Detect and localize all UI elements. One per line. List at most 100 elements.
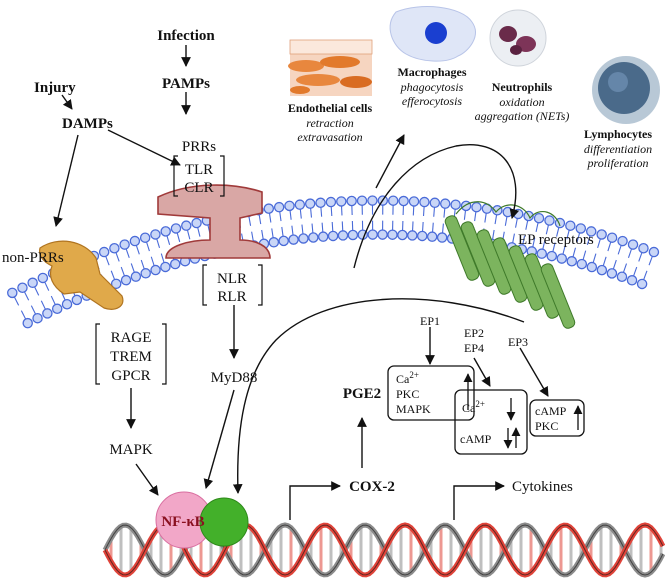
lipid-tail	[268, 212, 272, 223]
lipid-head	[397, 229, 408, 241]
lipid-head	[32, 312, 43, 324]
lipid-tail	[299, 208, 302, 219]
lipid-head	[546, 250, 558, 262]
lipid-tail	[44, 281, 50, 291]
lipid-head	[17, 282, 28, 293]
ep1-response-box	[387, 365, 475, 421]
lipid-head	[294, 199, 306, 210]
lipid-head	[575, 223, 587, 234]
lipid-head	[308, 232, 319, 243]
arrow-ep3	[519, 347, 549, 397]
lipid-head	[110, 278, 122, 290]
arrow-dna-cox2	[289, 481, 341, 520]
lipid-tail	[632, 266, 638, 277]
ep1-label: EP1	[420, 314, 440, 328]
endothelial-cells-line2: extravasation	[297, 130, 362, 144]
lipid-tail	[586, 235, 591, 246]
lipid-tail	[556, 226, 560, 237]
cytokines-label: Cytokines	[512, 479, 573, 495]
lipid-tail	[248, 215, 252, 226]
lipid-head	[51, 303, 63, 315]
lipid-tail	[552, 242, 556, 253]
lipid-tail	[160, 253, 165, 264]
lipid-head	[298, 233, 309, 244]
mapk-label: MAPK	[109, 442, 153, 458]
lipid-head	[181, 220, 192, 231]
lipid-head	[315, 197, 326, 209]
lipid-tail	[330, 205, 333, 217]
lipid-tail	[515, 217, 518, 228]
lipid-tail	[494, 214, 498, 225]
lipid-head	[367, 195, 378, 206]
lipid-tail	[431, 222, 434, 233]
lipid-head	[71, 294, 83, 306]
prrs-label: PRRs	[182, 139, 216, 155]
arrow-damps-nonprrs	[53, 134, 79, 227]
lipid-tail	[120, 266, 126, 277]
lipid-tail	[40, 300, 47, 311]
lipid-head	[191, 217, 202, 229]
ep-receptor-helix	[540, 263, 576, 329]
ep3-label: EP3	[508, 335, 528, 349]
prr-receptor-shape	[157, 184, 271, 259]
lipid-head	[27, 277, 38, 289]
ep-receptors-label: EP receptors	[518, 232, 594, 248]
myd88-label: MyD88	[211, 370, 258, 386]
lipid-tail	[638, 251, 643, 262]
lipid-head	[565, 220, 576, 231]
lipid-tail	[156, 238, 161, 249]
lipid-head	[606, 268, 618, 279]
lipid-head	[636, 278, 648, 290]
pge2-label: PGE2	[343, 386, 381, 402]
lipid-head	[638, 243, 649, 254]
lipid-head	[140, 268, 151, 279]
rage-label: RAGE	[111, 330, 152, 346]
lipid-head	[512, 208, 524, 220]
lipid-tail	[532, 237, 536, 248]
neutrophils-line1: oxidation	[499, 95, 544, 109]
ep2-ca-label: Ca2+	[462, 399, 485, 415]
lipid-head	[436, 232, 448, 243]
lipid-tail	[150, 256, 155, 267]
lipid-head	[398, 195, 409, 207]
lipid-tail	[271, 228, 274, 239]
lipid-tail	[115, 251, 120, 262]
lipid-tail	[566, 229, 570, 240]
lipid-head	[533, 212, 545, 224]
lipid-head	[387, 229, 398, 240]
arrow-injury-damps	[61, 94, 73, 110]
lipid-head	[426, 231, 438, 242]
lipid-head	[98, 246, 110, 258]
damps-label: DAMPs	[62, 116, 113, 132]
lipid-tail	[602, 256, 607, 267]
lipid-head	[502, 206, 513, 218]
lipid-tail	[642, 270, 648, 281]
arrow-dna-cytokines	[453, 481, 505, 520]
arrow-myd88-nfkb	[203, 389, 235, 489]
lipid-tail	[648, 255, 654, 266]
lipid-tail	[597, 238, 602, 249]
macrophage-image	[389, 6, 476, 62]
lipid-head	[268, 237, 280, 248]
lipid-head	[61, 299, 73, 310]
lipid-tail	[491, 229, 495, 240]
gpcr-label: GPCR	[111, 368, 150, 384]
lipid-tail	[463, 209, 467, 220]
lipid-head	[317, 231, 329, 242]
nfkb-complex	[155, 491, 249, 549]
lipid-head	[419, 196, 430, 208]
arrow-damps-prrs	[107, 129, 181, 166]
trem-label: TREM	[110, 349, 152, 365]
lipid-tail	[186, 229, 191, 240]
lipid-head	[626, 275, 638, 286]
tlr-label: TLR	[185, 162, 213, 178]
arrow-ep-receptors-nfkb	[232, 298, 525, 494]
lipid-tail	[617, 244, 622, 255]
lipid-head	[536, 248, 548, 259]
lipid-tail	[105, 255, 110, 266]
ep1-ca-label: Ca2+	[396, 370, 419, 386]
lipid-head	[304, 198, 316, 209]
endothelial-cells-name: Endothelial cells	[288, 101, 373, 115]
ep2-ep4-response-box	[454, 389, 528, 455]
lymphocytes-line2: proliferation	[587, 156, 649, 170]
